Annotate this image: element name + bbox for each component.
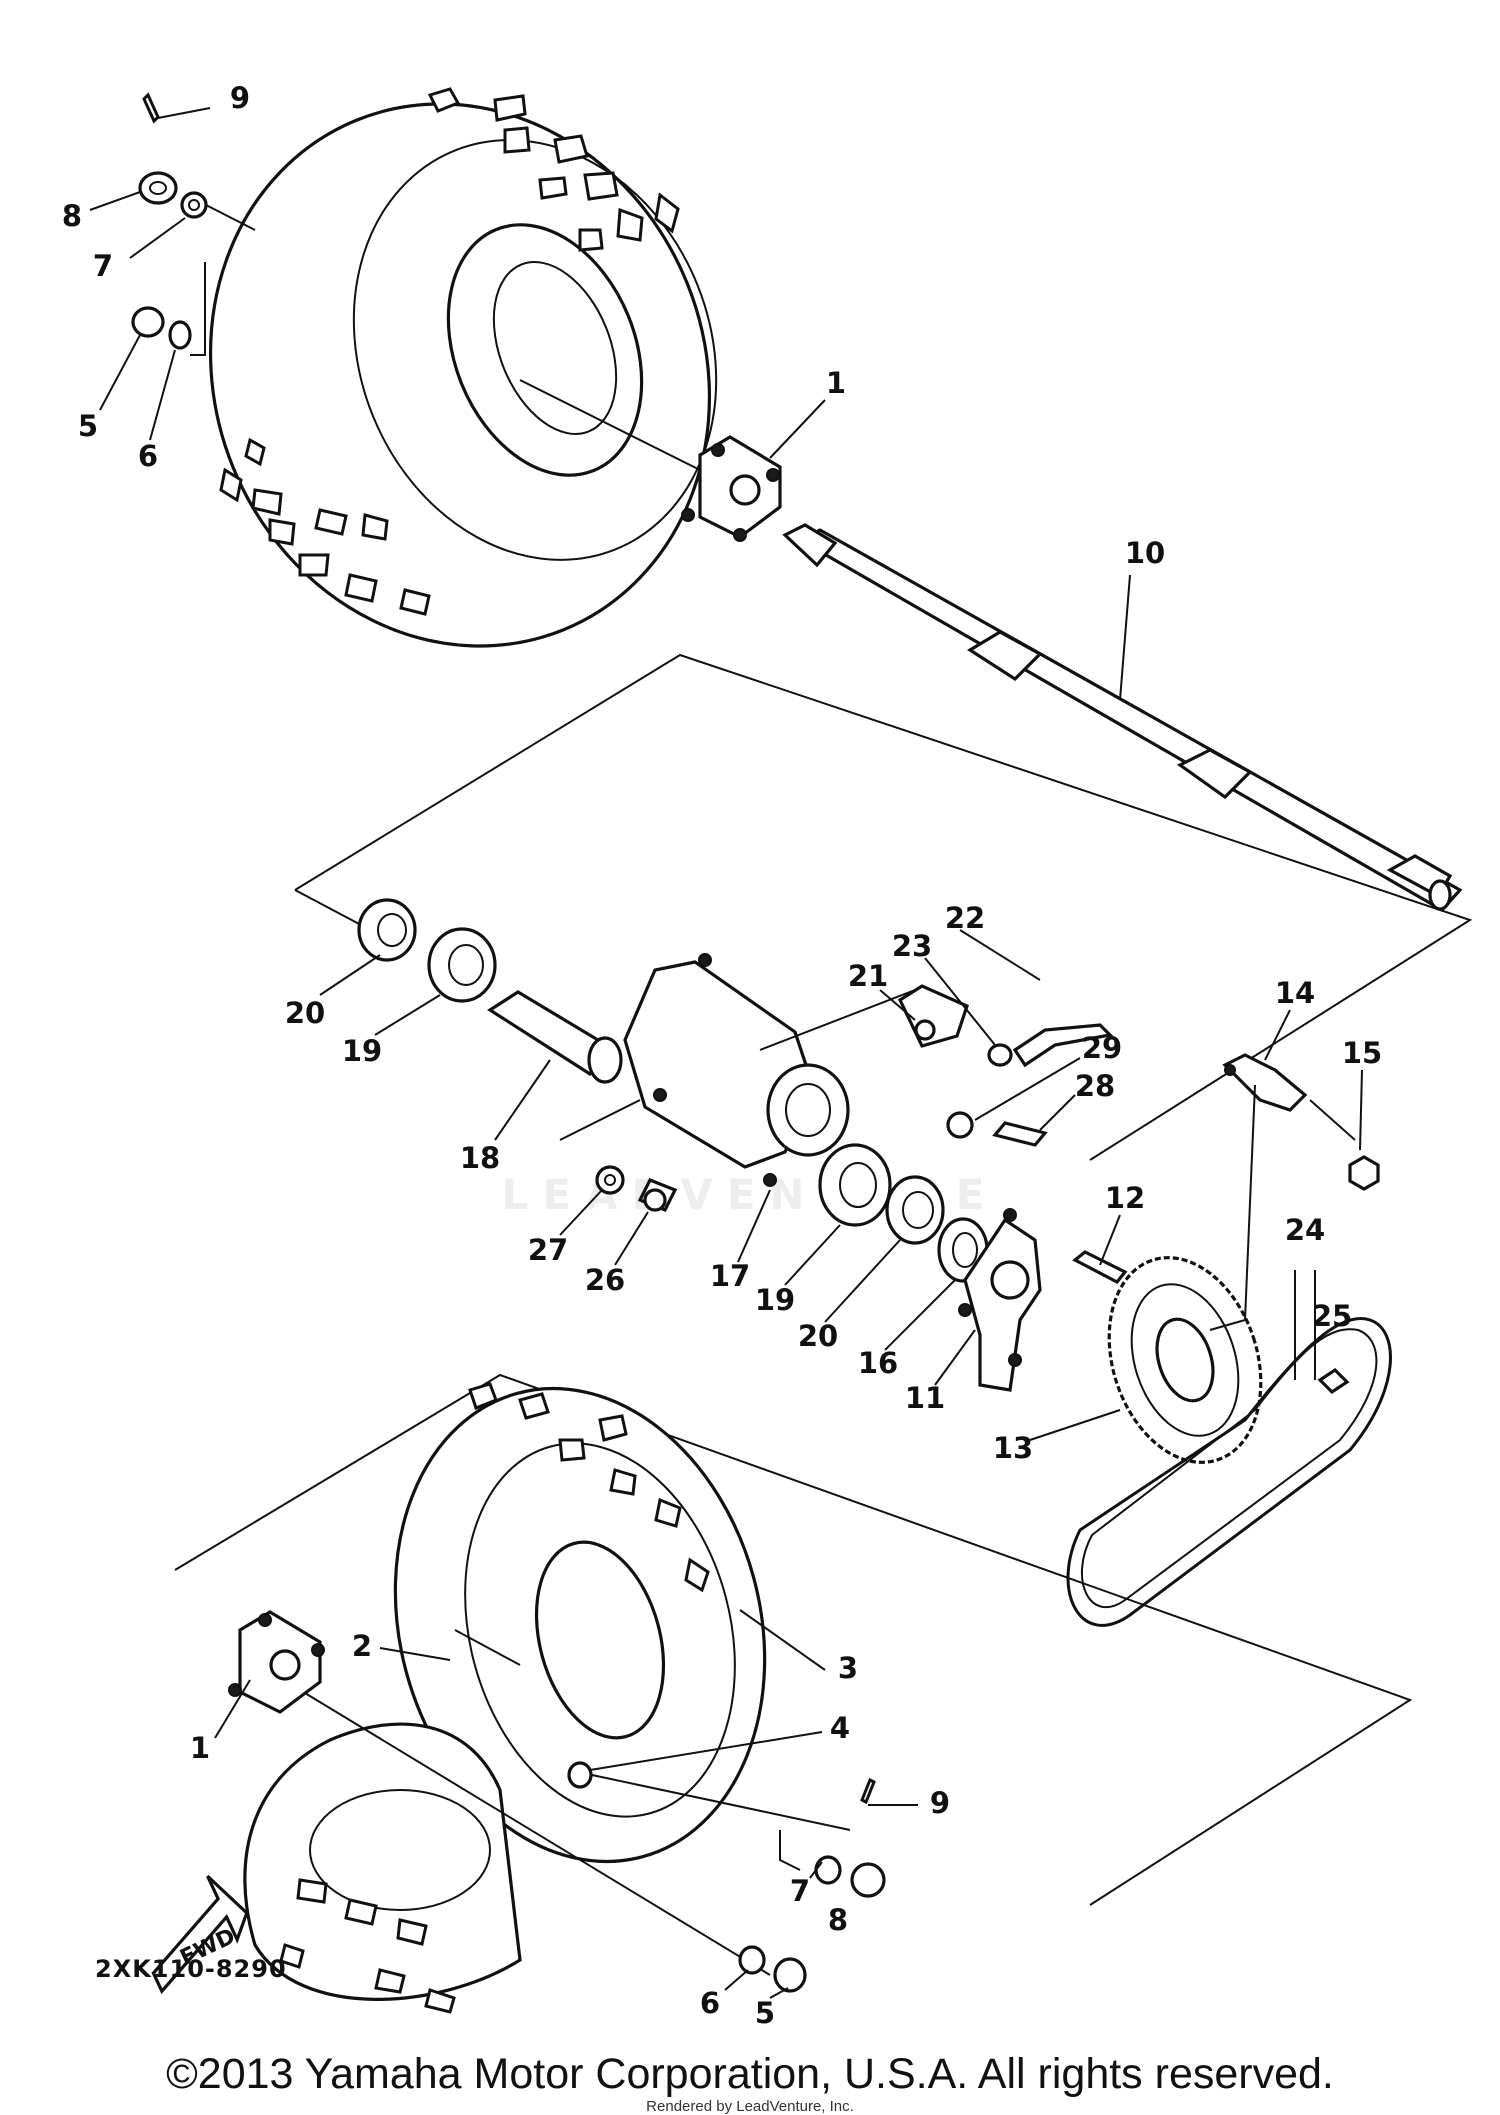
bearing-19-left [427, 927, 497, 1003]
sprocket-hub-11 [958, 1208, 1042, 1392]
bearing-group-left [357, 898, 623, 1084]
rim-half-3 [243, 1722, 522, 2001]
callout-8: 8 [62, 199, 82, 233]
washer-6-top [168, 320, 192, 350]
leader-lines [89, 191, 1363, 1999]
bolt-22 [1012, 1023, 1114, 1068]
sprocket-13 [1107, 1256, 1263, 1464]
drive-chain-24 [1066, 1270, 1392, 1627]
callout-19: 19 [342, 1034, 382, 1068]
callout-13: 13 [993, 1431, 1033, 1465]
washer-27 [595, 1165, 625, 1195]
callout-20-mid: 20 [798, 1319, 838, 1353]
callout-27: 27 [528, 1233, 568, 1267]
callout-1-bottom: 1 [190, 1731, 210, 1765]
seal-20-mid [885, 1175, 945, 1245]
callout-5-bottom: 5 [755, 1996, 775, 2030]
callout-15: 15 [1342, 1036, 1382, 1070]
nut-5-top [131, 306, 165, 338]
chain-guard-14 [1209, 1053, 1380, 1331]
callout-16: 16 [858, 1346, 898, 1380]
nut-8-top [138, 171, 178, 205]
callout-5: 5 [78, 409, 98, 443]
tread-blocks [219, 87, 680, 616]
assembly-outline-middle [294, 653, 1473, 1161]
callout-4: 4 [830, 1711, 850, 1745]
bearing-group-mid [818, 1143, 989, 1283]
callout-12: 12 [1105, 1181, 1145, 1215]
nut-23 [987, 1043, 1013, 1067]
washer-6-bottom [738, 1945, 766, 1975]
axle-10 [782, 523, 1463, 913]
callout-22: 22 [945, 901, 985, 935]
callout-28: 28 [1075, 1069, 1115, 1103]
bracket-hardware [897, 984, 1114, 1147]
diagram-code: 2XK110-8290 [95, 1955, 287, 1983]
callout-21: 21 [848, 959, 888, 993]
washer-7-bottom [814, 1855, 842, 1885]
callout-6-bottom: 6 [700, 1986, 720, 2020]
nut-5-bottom [773, 1957, 807, 1993]
callout-26: 26 [585, 1263, 625, 1297]
callout-7-bottom: 7 [790, 1874, 810, 1908]
callout-20: 20 [285, 996, 325, 1030]
callout-9: 9 [230, 81, 250, 115]
copyright-notice: ©2013 Yamaha Motor Corporation, U.S.A. A… [166, 2050, 1334, 2098]
callout-25: 25 [1312, 1299, 1352, 1333]
callout-18: 18 [460, 1141, 500, 1175]
bolt-28 [992, 1121, 1048, 1147]
cotter-pin-9-bottom [860, 1777, 876, 1805]
oil-seal-20-left [357, 898, 417, 962]
hub-1-bottom [228, 1610, 325, 1714]
callout-8-bottom: 8 [828, 1903, 848, 1937]
cotter-pin-9-top [142, 92, 160, 124]
bolt-4 [567, 1761, 593, 1789]
stud-12 [1072, 1250, 1128, 1285]
callout-2: 2 [352, 1629, 372, 1663]
callout-24: 24 [1285, 1213, 1325, 1247]
rendered-by-note: Rendered by LeadVenture, Inc. [646, 2098, 854, 2115]
rear-wheel-bottom [243, 1382, 771, 2014]
nut-8-bottom [850, 1862, 886, 1898]
callout-14: 14 [1275, 976, 1315, 1010]
callout-1: 1 [826, 366, 846, 400]
callout-11: 11 [905, 1381, 945, 1415]
assembly-outline-lower [174, 1373, 1413, 1906]
callout-29: 29 [1082, 1031, 1122, 1065]
top-hardware [131, 92, 256, 356]
rear-tire-top [208, 87, 718, 648]
bearing-19-mid [818, 1143, 892, 1227]
washer-7-top [180, 191, 208, 219]
axle-housing-17 [559, 953, 916, 1187]
callout-9-bottom: 9 [930, 1786, 950, 1820]
callout-10: 10 [1125, 536, 1165, 570]
washer-29 [946, 1111, 974, 1139]
nut-15 [1348, 1155, 1380, 1191]
callout-23: 23 [892, 929, 932, 963]
callout-3: 3 [838, 1651, 858, 1685]
callout-7: 7 [93, 249, 113, 283]
hub-1-top [681, 435, 782, 542]
bolt-group-26-27 [595, 1165, 678, 1213]
chain-joint-25 [1317, 1367, 1350, 1395]
callout-labels: 9 8 7 5 6 1 10 20 19 18 22 23 21 29 28 1… [62, 81, 1382, 2030]
callout-19-mid: 19 [755, 1283, 795, 1317]
callout-17: 17 [710, 1259, 750, 1293]
callout-6: 6 [138, 439, 158, 473]
